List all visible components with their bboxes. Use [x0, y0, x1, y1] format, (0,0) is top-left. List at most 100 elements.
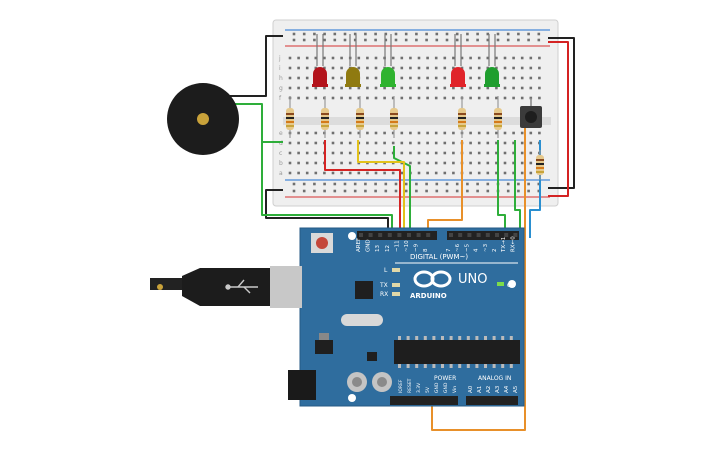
breadboard-hole[interactable]	[340, 66, 343, 70]
breadboard-hole[interactable]	[340, 151, 343, 155]
breadboard-hole[interactable]	[340, 161, 343, 165]
breadboard-hole[interactable]	[486, 56, 490, 60]
breadboard-hole[interactable]	[314, 171, 318, 175]
breadboard-hole[interactable]	[374, 151, 378, 155]
rail-hole[interactable]	[394, 189, 398, 193]
breadboard-hole[interactable]	[305, 151, 309, 155]
breadboard-hole[interactable]	[426, 141, 429, 145]
breadboard-hole[interactable]	[305, 96, 309, 100]
breadboard-hole[interactable]	[460, 66, 464, 70]
breadboard-hole[interactable]	[443, 86, 447, 90]
breadboard-hole[interactable]	[503, 86, 507, 90]
breadboard-hole[interactable]	[452, 66, 455, 70]
breadboard-hole[interactable]	[417, 96, 421, 100]
breadboard-hole[interactable]	[529, 151, 533, 155]
breadboard-hole[interactable]	[512, 86, 515, 90]
breadboard-hole[interactable]	[460, 86, 464, 90]
breadboard-hole[interactable]	[374, 86, 378, 90]
breadboard-hole[interactable]	[340, 86, 343, 90]
led[interactable]	[484, 34, 500, 87]
breadboard-hole[interactable]	[469, 131, 472, 135]
breadboard-hole[interactable]	[426, 56, 429, 60]
breadboard-hole[interactable]	[305, 86, 309, 90]
breadboard-hole[interactable]	[486, 66, 490, 70]
breadboard-hole[interactable]	[538, 86, 541, 90]
breadboard-hole[interactable]	[503, 151, 507, 155]
breadboard-hole[interactable]	[366, 76, 369, 80]
breadboard-hole[interactable]	[443, 131, 447, 135]
rail-hole[interactable]	[486, 182, 490, 186]
breadboard-hole[interactable]	[409, 76, 412, 80]
breadboard-hole[interactable]	[512, 76, 515, 80]
rail-hole[interactable]	[404, 32, 408, 36]
breadboard-hole[interactable]	[469, 66, 472, 70]
breadboard-hole[interactable]	[486, 171, 490, 175]
breadboard-hole[interactable]	[529, 171, 533, 175]
breadboard-hole[interactable]	[297, 131, 300, 135]
breadboard-hole[interactable]	[443, 151, 447, 155]
rail-hole[interactable]	[364, 38, 367, 42]
rail-hole[interactable]	[343, 32, 347, 36]
rail-hole[interactable]	[333, 32, 337, 36]
breadboard-hole[interactable]	[314, 131, 318, 135]
breadboard-hole[interactable]	[409, 66, 412, 70]
rail-hole[interactable]	[394, 38, 398, 42]
rail-hole[interactable]	[404, 189, 408, 193]
breadboard-hole[interactable]	[374, 76, 378, 80]
rail-hole[interactable]	[517, 32, 520, 36]
breadboard-hole[interactable]	[331, 76, 335, 80]
breadboard-hole[interactable]	[288, 86, 292, 90]
breadboard-hole[interactable]	[297, 66, 300, 70]
rail-hole[interactable]	[374, 32, 377, 36]
breadboard-hole[interactable]	[314, 151, 318, 155]
breadboard-hole[interactable]	[297, 151, 300, 155]
breadboard-hole[interactable]	[314, 161, 318, 165]
rail-hole[interactable]	[384, 38, 388, 42]
rail-hole[interactable]	[527, 189, 530, 193]
breadboard-hole[interactable]	[486, 86, 490, 90]
breadboard-hole[interactable]	[297, 96, 300, 100]
rail-hole[interactable]	[445, 38, 449, 42]
breadboard-hole[interactable]	[348, 171, 352, 175]
rail-hole[interactable]	[517, 182, 520, 186]
rail-hole[interactable]	[415, 32, 418, 36]
breadboard-hole[interactable]	[383, 131, 386, 135]
wire-button-green[interactable]	[514, 140, 521, 238]
breadboard-hole[interactable]	[288, 151, 292, 155]
header-pin[interactable]	[416, 233, 421, 237]
wire-led1[interactable]	[324, 140, 401, 238]
breadboard-hole[interactable]	[495, 171, 498, 175]
rail-hole[interactable]	[537, 189, 541, 193]
breadboard-hole[interactable]	[391, 86, 395, 90]
breadboard-hole[interactable]	[503, 76, 507, 80]
breadboard-hole[interactable]	[495, 151, 498, 155]
breadboard-hole[interactable]	[503, 96, 507, 100]
rail-hole[interactable]	[466, 38, 469, 42]
rail-hole[interactable]	[506, 32, 510, 36]
breadboard-hole[interactable]	[520, 66, 524, 70]
rail-hole[interactable]	[343, 189, 347, 193]
breadboard-hole[interactable]	[426, 131, 429, 135]
breadboard-hole[interactable]	[366, 151, 369, 155]
breadboard-hole[interactable]	[529, 86, 533, 90]
header-pin[interactable]	[476, 233, 481, 237]
breadboard-hole[interactable]	[391, 131, 395, 135]
breadboard-hole[interactable]	[520, 86, 524, 90]
wire-led5[interactable]	[497, 140, 506, 238]
rail-hole[interactable]	[313, 38, 316, 42]
breadboard-hole[interactable]	[366, 96, 369, 100]
breadboard-hole[interactable]	[305, 141, 309, 145]
rail-hole[interactable]	[343, 182, 347, 186]
breadboard-hole[interactable]	[340, 76, 343, 80]
rail-hole[interactable]	[486, 38, 490, 42]
header-pin[interactable]	[368, 233, 373, 237]
breadboard-hole[interactable]	[383, 96, 386, 100]
header-pin[interactable]	[495, 233, 499, 237]
breadboard-hole[interactable]	[477, 66, 481, 70]
rail-hole[interactable]	[415, 182, 418, 186]
piezo-buzzer[interactable]	[167, 83, 239, 155]
breadboard-hole[interactable]	[512, 66, 515, 70]
breadboard-hole[interactable]	[340, 96, 343, 100]
rail-hole[interactable]	[353, 32, 357, 36]
breadboard-hole[interactable]	[417, 66, 421, 70]
